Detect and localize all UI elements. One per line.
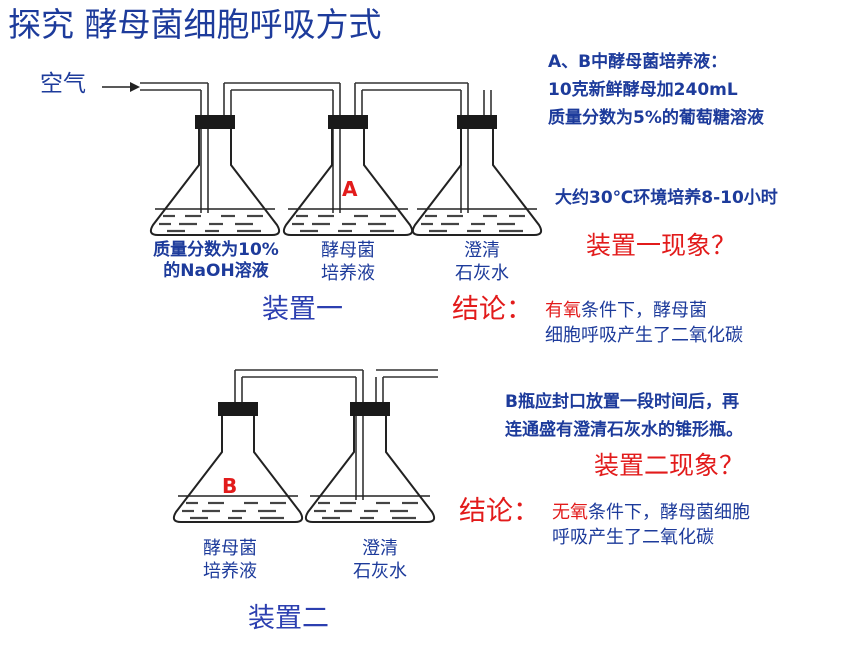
flask-b-mark: B (222, 474, 238, 498)
culture-condition: 大约30℃环境培养8-10小时 (555, 188, 778, 208)
setup-2-conclusion-label: 结论： (459, 496, 540, 527)
setup-2-question: 装置二现象？ (594, 451, 745, 480)
setup-1-conclusion-label: 结论： (452, 294, 533, 325)
flask-a-mark: A (342, 177, 358, 201)
naoh-label: 质量分数为10%的NaOH溶液 (153, 240, 279, 282)
limewater-label-2: 澄清石灰水 (353, 538, 407, 582)
air-label: 空气 (40, 71, 86, 97)
setup-1-name: 装置一 (262, 294, 343, 325)
limewater-label-1: 澄清石灰水 (455, 240, 509, 284)
setup-2-conclusion: 无氧条件下，酵母菌细胞 呼吸产生了二氧化碳 (552, 502, 750, 549)
info-line-1: A、B中酵母菌培养液： (548, 52, 728, 72)
yeast-label-1: 酵母菌培养液 (321, 240, 375, 284)
setup-1-question: 装置一现象？ (586, 231, 737, 260)
setup-2-name: 装置二 (248, 603, 329, 634)
yeast-label-2: 酵母菌培养液 (203, 538, 257, 582)
setup-1-conclusion: 有氧条件下，酵母菌 细胞呼吸产生了二氧化碳 (545, 300, 743, 347)
info-line-3: 质量分数为5%的葡萄糖溶液 (548, 108, 764, 128)
page-title: 探究 酵母菌细胞呼吸方式 (8, 5, 382, 44)
info-line-2: 10克新鲜酵母加240mL (548, 80, 738, 100)
setup-2-note-1: B瓶应封口放置一段时间后，再 (505, 392, 739, 412)
setup-2-note-2: 连通盛有澄清石灰水的锥形瓶。 (505, 420, 743, 440)
